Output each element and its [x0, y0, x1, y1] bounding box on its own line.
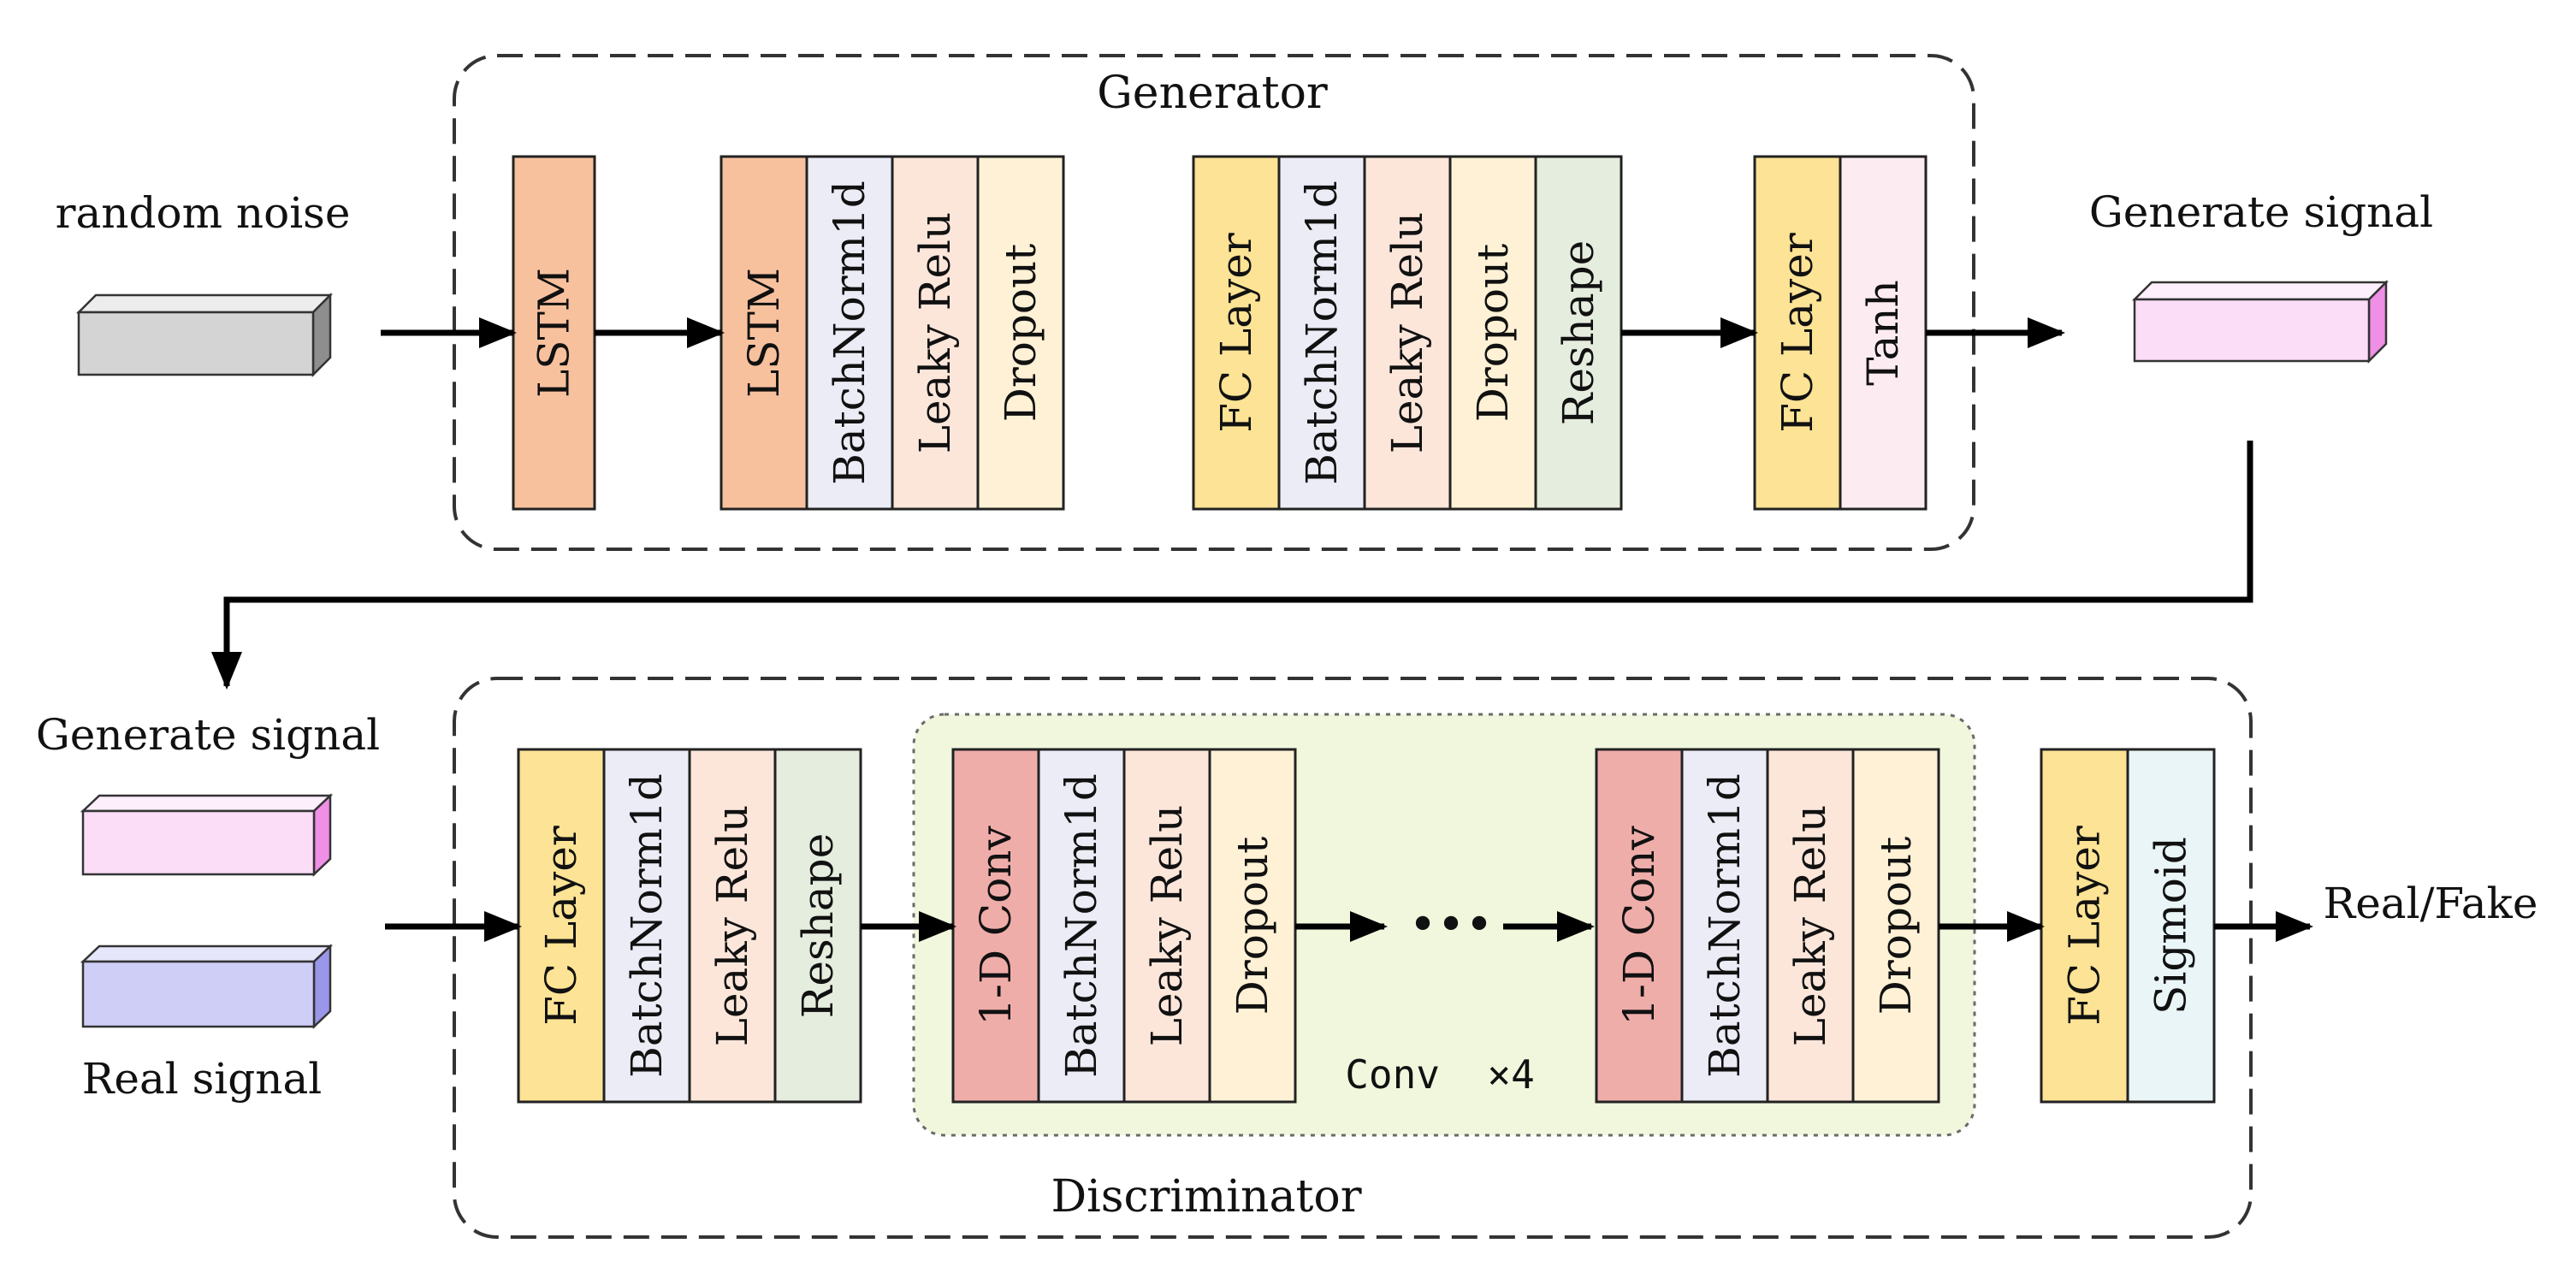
generator-lstm-block-2 [720, 155, 808, 511]
generator-batchnorm1d-label-2: BatchNorm1d [825, 181, 874, 485]
generator-dropout-block-2 [976, 155, 1065, 511]
ellipsis: ••• [1408, 897, 1493, 953]
random-noise-label: random noise [56, 188, 351, 238]
generator-panel [453, 54, 1975, 551]
generator-dropout-block-3 [1448, 155, 1537, 511]
discriminator-dropout-label-3: Dropout [1871, 837, 1921, 1015]
random-noise-block [75, 292, 334, 378]
generator-dropout-label-2: Dropout [996, 244, 1045, 423]
discriminator-1-d-conv-block-3 [1595, 748, 1684, 1104]
discriminator-dropout-block-2 [1208, 748, 1297, 1104]
discriminator-batchnorm1d-label-3: BatchNorm1d [1700, 773, 1750, 1078]
real-signal-label: Real signal [82, 1054, 323, 1104]
discriminator-batchnorm1d-label-2: BatchNorm1d [1057, 773, 1106, 1078]
generate-signal-label-top: Generate signal [2089, 187, 2433, 237]
discriminator-fc-layer-label-1: FC Layer [536, 826, 586, 1026]
generator-lstm-label-1: LSTM [530, 268, 579, 398]
discriminator-sigmoid-label-4: Sigmoid [2147, 837, 2196, 1015]
real-fake-label: Real/Fake [2324, 879, 2538, 928]
generated-signal-block [2131, 279, 2389, 364]
discriminator-fc-layer-block-1 [517, 748, 606, 1104]
discriminator-fc-layer-block-4 [2040, 748, 2129, 1104]
generator-fc-layer-label-4: FC Layer [1773, 233, 1822, 433]
discriminator-dropout-label-2: Dropout [1228, 837, 1277, 1015]
discriminator-batchnorm1d-block-3 [1680, 748, 1769, 1104]
generator-reshape-label-3: Reshape [1554, 240, 1603, 426]
generate-signal-label-bottom: Generate signal [36, 710, 380, 760]
discriminator-leaky-relu-label-3: Leaky Relu [1785, 805, 1835, 1046]
discriminator-sigmoid-block-4 [2126, 748, 2216, 1104]
discriminator-leaky-relu-block-1 [688, 748, 777, 1104]
generator-lstm-label-2: LSTM [739, 268, 789, 398]
generator-fc-layer-block-3 [1192, 155, 1281, 511]
discriminator-fc-layer-label-4: FC Layer [2060, 826, 2110, 1026]
conv-repeat-label: Conv ×4 [1345, 1051, 1535, 1098]
discriminator-layers: FC Layer BatchNorm1d Leaky Relu Reshape 1-D … [517, 748, 2216, 1104]
discriminator-leaky-relu-label-2: Leaky Relu [1142, 805, 1192, 1046]
generate-signal-input-block [80, 793, 334, 877]
generator-leaky-relu-label-2: Leaky Relu [910, 212, 960, 453]
generator-fc-layer-block-4 [1753, 155, 1842, 511]
generator-reshape-block-3 [1534, 155, 1623, 511]
discriminator-reshape-label-1: Reshape [793, 833, 843, 1019]
generator-batchnorm1d-block-2 [805, 155, 894, 511]
real-signal-input-block [80, 944, 334, 1029]
generator-dropout-label-3: Dropout [1468, 244, 1518, 423]
discriminator-leaky-relu-block-2 [1122, 748, 1211, 1104]
generator-layers: LSTM LSTM BatchNorm1d Leaky Relu Dropout FC L… [512, 155, 1928, 511]
discriminator-1-d-conv-label-2: 1-D Conv [971, 826, 1021, 1026]
generator-batchnorm1d-block-3 [1277, 155, 1366, 511]
discriminator-reshape-block-1 [773, 748, 862, 1104]
generator-leaky-relu-block-2 [891, 155, 980, 511]
generator-tanh-block-4 [1839, 155, 1928, 511]
generator-tanh-label-4: Tanh [1858, 280, 1908, 386]
discriminator-dropout-block-3 [1851, 748, 1940, 1104]
discriminator-1-d-conv-label-3: 1-D Conv [1614, 826, 1664, 1026]
discriminator-leaky-relu-label-1: Leaky Relu [708, 805, 757, 1046]
discriminator-panel [453, 677, 2253, 1239]
generator-fc-layer-label-3: FC Layer [1211, 233, 1261, 433]
discriminator-batchnorm1d-label-1: BatchNorm1d [622, 773, 672, 1078]
discriminator-1-d-conv-block-2 [951, 748, 1040, 1104]
generator-batchnorm1d-label-3: BatchNorm1d [1297, 181, 1347, 485]
discriminator-title: Discriminator [1051, 1171, 1361, 1223]
generator-leaky-relu-block-3 [1363, 155, 1452, 511]
discriminator-batchnorm1d-block-2 [1037, 748, 1126, 1104]
generator-title: Generator [1097, 68, 1328, 119]
discriminator-leaky-relu-block-3 [1766, 748, 1855, 1104]
generator-leaky-relu-label-3: Leaky Relu [1383, 212, 1432, 453]
arrow-generator-to-discriminator [211, 441, 2253, 690]
